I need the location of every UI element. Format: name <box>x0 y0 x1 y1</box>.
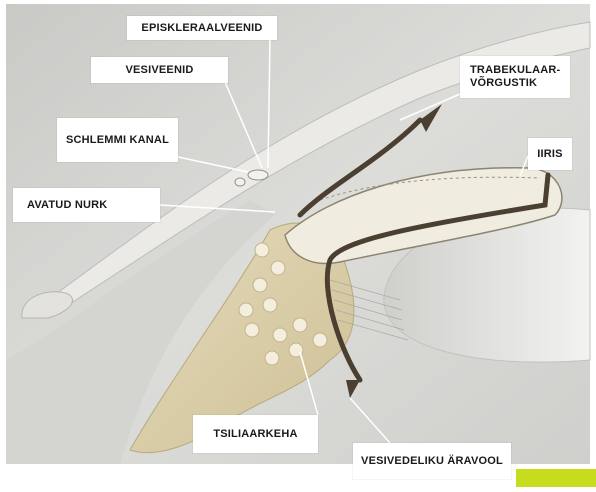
accent-bar <box>516 469 596 487</box>
label-vesiveenid-text: VESIVEENID <box>125 64 193 77</box>
label-trabekulaarvorgustik: TRABEKULAAR- VÕRGUSTIK <box>460 56 570 98</box>
label-vesivedeliku-aravool: VESIVEDELIKU ÄRAVOOL <box>353 443 511 479</box>
label-schlemmi-kanal: SCHLEMMI KANAL <box>57 118 178 162</box>
schlemm-canal-shape <box>248 170 268 180</box>
label-episkleraalveenid-text: EPISKLERAALVEENID <box>141 22 262 35</box>
label-iiris-text: IIRIS <box>537 148 562 161</box>
label-vesiveenid: VESIVEENID <box>91 57 228 83</box>
label-avatud-nurk-text: AVATUD NURK <box>27 199 107 212</box>
label-iiris: IIRIS <box>528 138 572 170</box>
label-tsiliaarkeha-text: TSILIAARKEHA <box>213 428 297 441</box>
label-schlemmi-kanal-text: SCHLEMMI KANAL <box>66 134 169 147</box>
label-avatud-nurk: AVATUD NURK <box>13 188 160 222</box>
label-vesivedeliku-aravool-text: VESIVEDELIKU ÄRAVOOL <box>361 455 503 468</box>
label-episkleraalveenid: EPISKLERAALVEENID <box>127 16 277 40</box>
label-trabekulaar-line2: VÕRGUSTIK <box>470 77 537 90</box>
label-tsiliaarkeha: TSILIAARKEHA <box>193 415 318 453</box>
label-trabekulaar-line1: TRABEKULAAR- <box>470 64 560 77</box>
episcleral-vein-shape <box>235 178 245 186</box>
